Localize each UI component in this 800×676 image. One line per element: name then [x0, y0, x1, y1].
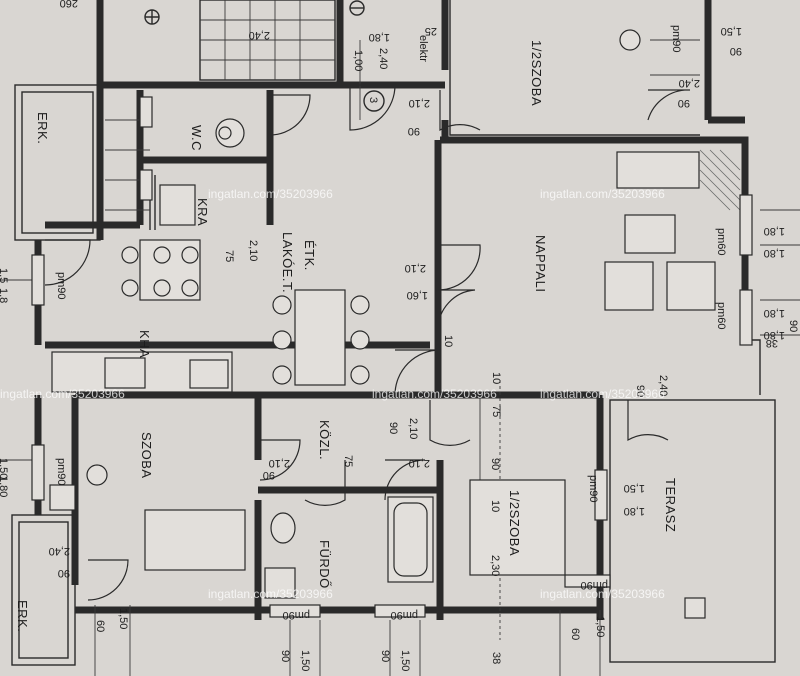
dim-z-210b: 2,10 — [409, 457, 430, 469]
dim-tr-90b: 90 — [678, 97, 690, 109]
watermark-6: ingatlan.com/35203966 — [208, 587, 333, 601]
room-label-kha: KHA — [137, 330, 152, 358]
room-label-erk-top: ERK. — [35, 112, 50, 144]
furniture — [86, 0, 716, 619]
dim-rp-180a: 1,80 — [764, 225, 785, 237]
watermark-7: ingatlan.com/35203966 — [540, 587, 665, 601]
stair-number: 3 — [367, 97, 379, 103]
dim-tr-240: 2,40 — [679, 77, 700, 89]
dim-hs-pm90: pm90 — [587, 475, 599, 503]
dim-k-75: 75 — [490, 405, 502, 417]
dim-lp-18: 1,8 — [0, 288, 9, 303]
dim-b-90: 90 — [279, 650, 291, 662]
room-label-terasz: TERASZ — [663, 478, 678, 532]
dim-hs-150: 1,50 — [624, 482, 645, 494]
dim-kra-210: 2,10 — [247, 240, 259, 261]
dim-210a: 2,10 — [409, 97, 430, 109]
watermarks: ingatlan.com/35203966 ingatlan.com/35203… — [0, 187, 665, 601]
dim-rp-pm60a: pm60 — [715, 228, 727, 256]
dim-lp-15: 1,5 — [0, 268, 9, 283]
dim-b-38: 38 — [490, 652, 502, 664]
room-label-kra: KRA — [195, 198, 210, 226]
dim-hs-230: 2,30 — [489, 555, 501, 576]
dim-top-240: 2,40 — [249, 29, 270, 41]
watermark-1: ingatlan.com/35203966 — [208, 187, 333, 201]
dim-rp-180c: 1,80 — [764, 307, 785, 319]
room-label-kozl: KÖZL. — [317, 420, 332, 460]
dim-b-150: 1,50 — [117, 608, 129, 629]
dim-lp-pm90: pm90 — [55, 272, 67, 300]
door-swings — [44, 84, 691, 601]
dim-top-260: 260 — [60, 0, 78, 9]
room-label-nappali: NAPPALI — [533, 235, 548, 292]
dim-ter-240: 2,40 — [657, 375, 669, 396]
dim-rp-180b: 1,80 — [764, 247, 785, 259]
dim-hs-90: 90 — [489, 458, 501, 470]
dim-hs-10: 10 — [489, 500, 501, 512]
room-label-szoba: SZOBA — [139, 432, 154, 479]
dim-k-210: 2,10 — [407, 418, 419, 439]
dim-b-150b: 1,50 — [299, 650, 311, 671]
dim-sz-240: 2,40 — [49, 545, 70, 557]
dim-np-210: 2,10 — [405, 262, 426, 274]
dim-sz-150: 1,50 — [0, 458, 9, 479]
room-label-furdo: FÜRDŐ — [317, 540, 332, 589]
dim-top-180: 1,80 — [369, 31, 390, 43]
dim-z-210: 2,10 — [269, 457, 290, 469]
room-label-wc: W.C — [189, 125, 204, 151]
dim-kra-75: 75 — [223, 250, 235, 262]
dim-b-60b: 60 — [569, 628, 581, 640]
watermark-4: ingatlan.com/35203966 — [372, 387, 497, 401]
windows — [31, 96, 753, 618]
dim-ter-90: 90 — [634, 385, 646, 397]
dim-sz-90: 90 — [58, 567, 70, 579]
dim-np-10: 10 — [442, 335, 454, 347]
dim-k-90: 90 — [387, 422, 399, 434]
room-label-lakoter: LAKÓE.T. — [280, 232, 295, 293]
stair-number-marker — [363, 90, 385, 112]
room-label-half-szoba-bottom: 1/2SZOBA — [507, 490, 522, 556]
dim-90a: 90 — [408, 125, 420, 137]
dim-z-90: 90 — [263, 469, 275, 481]
dim-top-240b: 2,40 — [377, 48, 389, 69]
dim-b-150c: 1,50 — [399, 650, 411, 671]
watermark-5: ingatlan.com/35203966 — [540, 387, 665, 401]
room-label-erk-bottom: ERK. — [15, 600, 30, 632]
dim-f-pm90b: pm90 — [390, 609, 418, 621]
dim-np-160: 1,60 — [407, 289, 428, 301]
dim-rp-180d: 1,80 — [764, 329, 785, 341]
dim-tr-pm90: pm90 — [670, 25, 682, 53]
dim-hs-pm90b: pm90 — [580, 579, 608, 591]
structural-walls — [34, 0, 749, 620]
dim-rp-pm60b: pm60 — [715, 302, 727, 330]
dim-b-150d: 1,50 — [594, 616, 606, 637]
dim-rp-38: 38 — [766, 337, 778, 349]
dim-b-90b: 90 — [379, 650, 391, 662]
dim-top-100: 1,00 — [352, 50, 364, 71]
dim-top-25: 25 — [425, 25, 437, 37]
dim-k-10: 10 — [490, 372, 502, 384]
dim-f-pm90: pm90 — [282, 609, 310, 621]
watermark-2: ingatlan.com/35203966 — [540, 187, 665, 201]
dim-sz-180: 1,80 — [0, 476, 9, 497]
room-labels: ERK. W.C KRA LAKÓE.T. ÉTK. KHA SZOBA KÖZ… — [15, 35, 678, 632]
watermark-3: ingatlan.com/35203966 — [0, 387, 125, 401]
dim-b-60: 60 — [94, 620, 106, 632]
dim-rp-90: 90 — [787, 320, 799, 332]
label-elektr: elektr — [417, 35, 429, 62]
dim-z-75: 75 — [342, 455, 354, 467]
dim-tr-150: 1,50 — [721, 25, 742, 37]
room-label-half-szoba-top: 1/2SZOBA — [529, 40, 544, 106]
dim-tr-90: 90 — [730, 45, 742, 57]
dim-hs-180: 1,80 — [624, 505, 645, 517]
room-label-etk: ÉTK. — [302, 240, 317, 271]
dim-sz-pm90: pm90 — [55, 458, 67, 486]
